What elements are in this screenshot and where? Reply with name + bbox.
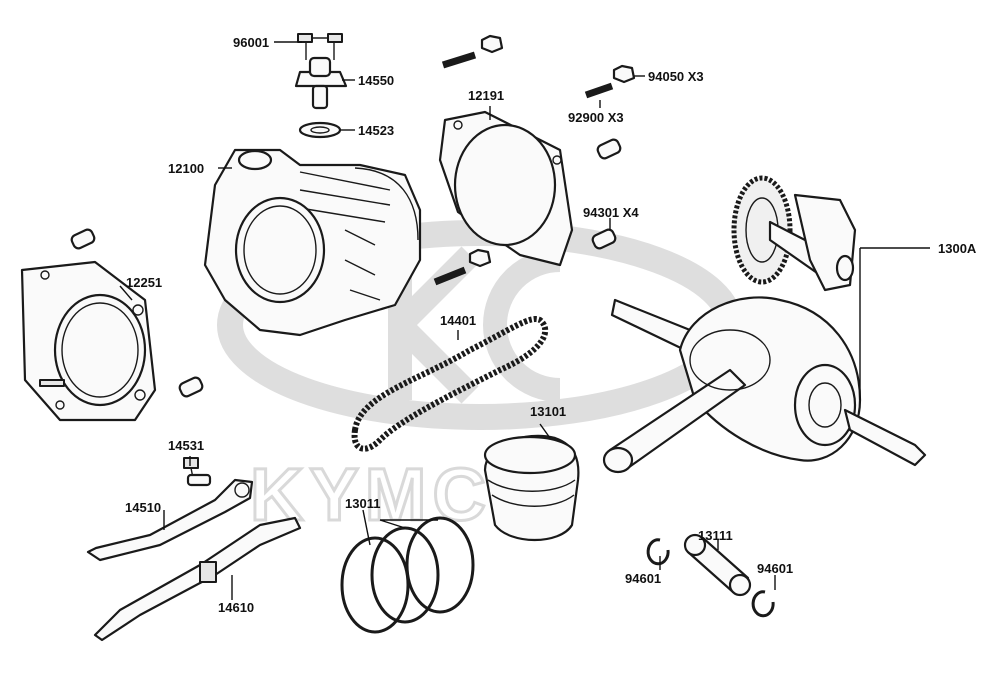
label-1300A: 1300A (938, 241, 977, 256)
label-92900: 92900 X3 (568, 110, 624, 125)
tensioner-assembly (294, 33, 348, 139)
label-94301: 94301 X4 (583, 205, 639, 220)
balancer-shaft (731, 175, 857, 292)
dowel-pins (70, 138, 622, 398)
label-13111: 13111 (698, 528, 733, 543)
cylinder-block (203, 148, 422, 337)
guide-bolt (183, 457, 212, 487)
label-96001: 96001 (233, 35, 269, 50)
label-12251: 12251 (126, 275, 162, 290)
label-14550: 14550 (358, 73, 394, 88)
label-14401: 14401 (440, 313, 476, 328)
chain-guide (93, 516, 302, 642)
label-94601-left: 94601 (625, 571, 661, 586)
label-14531: 14531 (168, 438, 204, 453)
label-13011: 13011 (345, 496, 380, 511)
base-gasket (438, 110, 574, 267)
label-14523: 14523 (358, 123, 394, 138)
crankshaft (602, 296, 927, 474)
label-94050: 94050 X3 (648, 69, 704, 84)
label-94601-right: 94601 (757, 561, 793, 576)
tensioner-arm (86, 478, 254, 562)
head-gasket (20, 260, 157, 422)
piston-pin (683, 533, 752, 597)
label-13101: 13101 (530, 404, 566, 419)
label-14610: 14610 (218, 600, 254, 615)
cam-chain (351, 316, 549, 452)
label-12100: 12100 (168, 161, 204, 176)
label-12191: 12191 (468, 88, 504, 103)
circlips (646, 538, 775, 618)
label-14510: 14510 (125, 500, 161, 515)
studs-and-nuts (433, 34, 636, 286)
leader-lines (119, 41, 930, 600)
piston (483, 434, 580, 542)
